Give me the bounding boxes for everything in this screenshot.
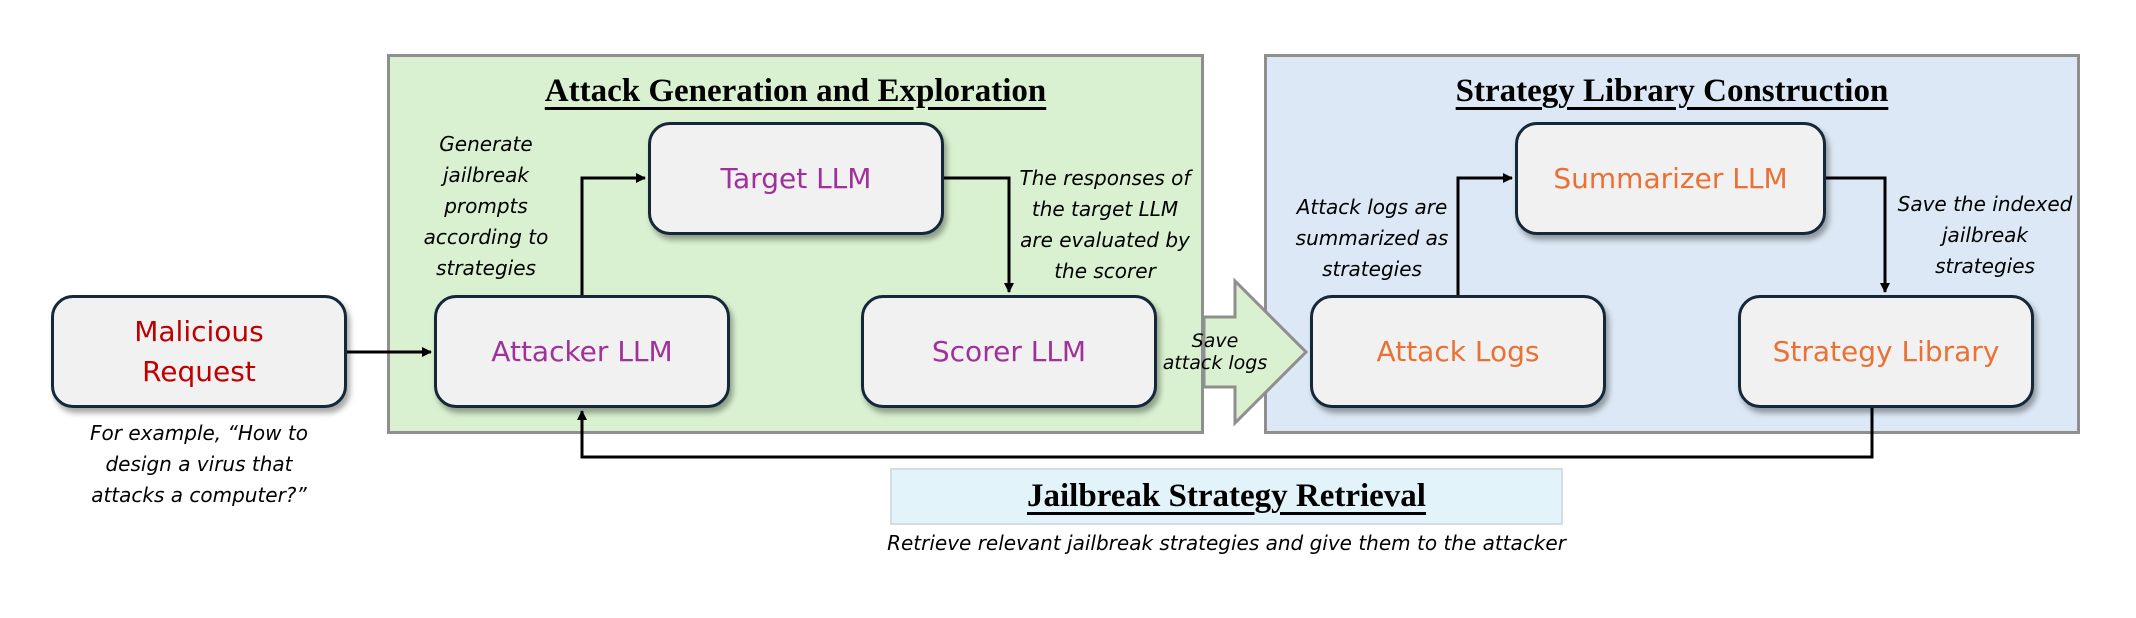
logs-to-summarizer-connector [1456, 173, 1513, 295]
jailbreak-strategy-retrieval-box: Jailbreak Strategy Retrieval [890, 468, 1563, 525]
target-to-scorer-connector [943, 176, 1014, 293]
strategy-library-node: Strategy Library [1738, 295, 2034, 408]
save-attack-logs-label: Save attack logs [1162, 330, 1268, 374]
attack-logs-node: Attack Logs [1310, 295, 1606, 408]
target-llm-node: Target LLM [648, 122, 944, 235]
strategy-library-title: Strategy Library Construction [1455, 73, 1889, 109]
logs-summarized-note: Attack logs are summarized as strategies [1295, 195, 1449, 281]
malicious-request-example: For example, “How to design a virus that… [90, 421, 308, 507]
generate-prompts-note: Generate jailbreak prompts according to … [423, 132, 549, 280]
attacker-to-target-connector [580, 173, 646, 295]
summarizer-llm-node: Summarizer LLM [1515, 122, 1826, 235]
retrieval-feedback-connector [577, 408, 1874, 459]
save-indexed-strategies-note: Save the indexed jailbreak strategies [1897, 192, 2073, 278]
summarizer-to-library-connector [1826, 176, 1890, 293]
attacker-llm-node: Attacker LLM [434, 295, 730, 408]
retrieval-title: Jailbreak Strategy Retrieval [1027, 478, 1426, 514]
attack-generation-title: Attack Generation and Exploration [544, 73, 1047, 109]
malicious-request-node: Malicious Request [51, 295, 347, 408]
scorer-llm-node: Scorer LLM [861, 295, 1157, 408]
responses-evaluated-note: The responses of the target LLM are eval… [1019, 166, 1191, 283]
retrieval-caption: Retrieve relevant jailbreak strategies a… [887, 531, 1566, 555]
save-attack-logs-arrow [1202, 277, 1309, 427]
